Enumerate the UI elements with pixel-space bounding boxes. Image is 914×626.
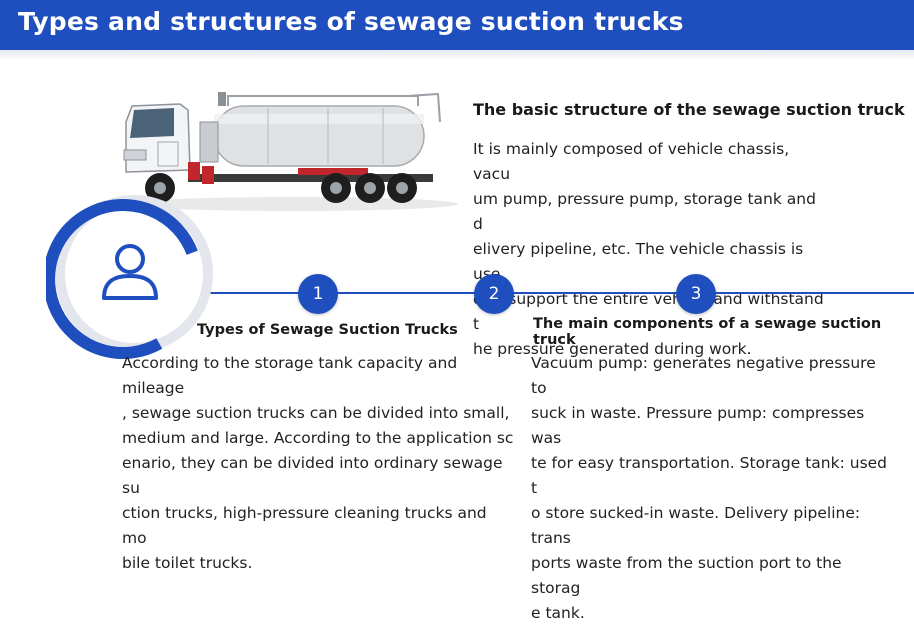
header-shadow	[0, 50, 914, 60]
components-text: Vacuum pump: generates negative pressure…	[531, 351, 891, 626]
timeline-step-3: 3	[676, 274, 716, 314]
text-line: ports waste from the suction port to the…	[531, 554, 842, 597]
text-line: enario, they can be divided into ordinar…	[122, 454, 503, 497]
text-line: According to the storage tank capacity a…	[122, 354, 458, 397]
text-line: It is mainly composed of vehicle chassis…	[473, 140, 790, 183]
timeline-step-2: 2	[474, 274, 514, 314]
text-line: medium and large. According to the appli…	[122, 429, 514, 447]
text-line: , sewage suction trucks can be divided i…	[122, 404, 510, 422]
page-title: Types and structures of sewage suction t…	[18, 7, 684, 36]
text-line: te for easy transportation. Storage tank…	[531, 454, 888, 497]
text-line: bile toilet trucks.	[122, 554, 253, 572]
text-line: he pressure generated during work.	[473, 340, 752, 358]
timeline-line	[200, 292, 914, 294]
sewage-truck-image	[123, 92, 458, 211]
basic-structure-text: It is mainly composed of vehicle chassis…	[473, 137, 829, 362]
text-line: elivery pipeline, etc. The vehicle chass…	[473, 240, 804, 283]
text-line: e tank.	[531, 604, 585, 622]
components-heading: The main components of a sewage suction …	[533, 316, 882, 348]
user-icon-ring	[46, 195, 213, 359]
basic-structure-heading: The basic structure of the sewage suctio…	[473, 100, 905, 119]
text-line: d to support the entire vehicle and with…	[473, 290, 824, 333]
text-line: suck in waste. Pressure pump: compresses…	[531, 404, 865, 447]
text-line: o store sucked-in waste. Delivery pipeli…	[531, 504, 861, 547]
types-heading: Types of Sewage Suction Trucks	[197, 322, 458, 338]
types-text: According to the storage tank capacity a…	[122, 351, 514, 576]
user-icon	[102, 244, 158, 300]
text-line: ction trucks, high-pressure cleaning tru…	[122, 504, 487, 547]
header-bar: Types and structures of sewage suction t…	[0, 0, 914, 50]
timeline-step-1: 1	[298, 274, 338, 314]
text-line: Vacuum pump: generates negative pressure…	[531, 354, 876, 397]
text-line: um pump, pressure pump, storage tank and…	[473, 190, 816, 233]
